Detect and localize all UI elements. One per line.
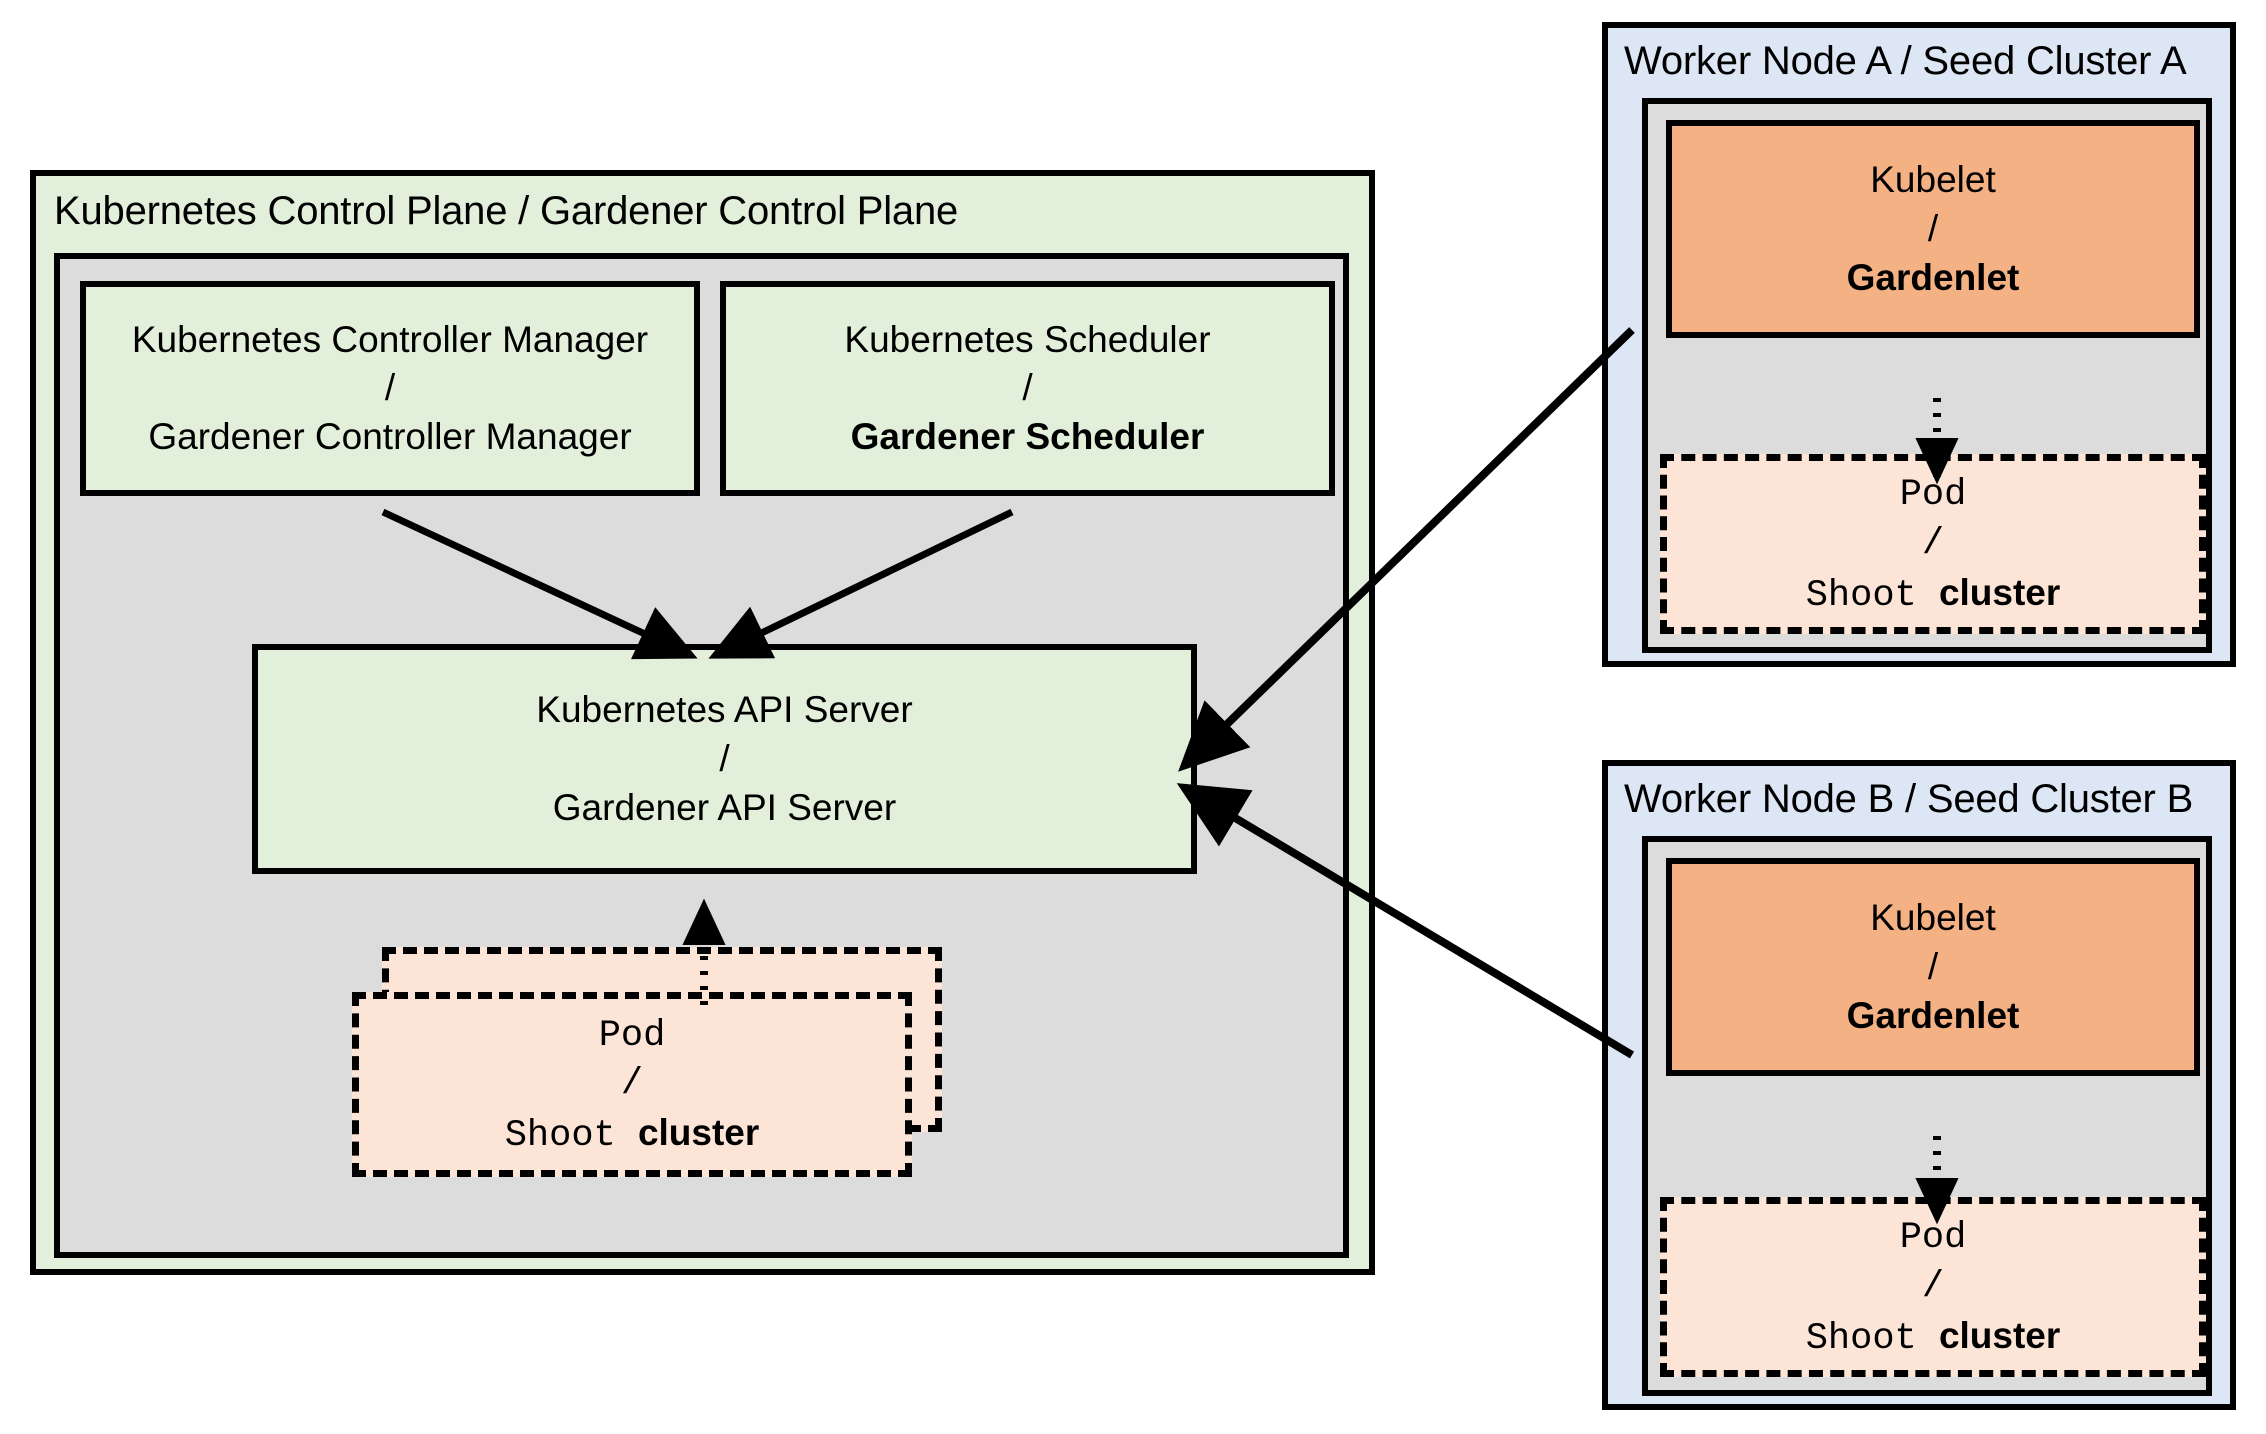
kubelet-a-line2: Gardenlet [1846, 256, 2020, 298]
control-plane-title: Kubernetes Control Plane / Gardener Cont… [54, 189, 959, 233]
pod-a-line2: Shoot cluster [1806, 571, 2061, 616]
pod-b-line2-shoot: Shoot [1805, 1317, 1939, 1360]
kubelet-b-slash: / [1927, 945, 1939, 987]
worker-node-b-pod-box[interactable]: Pod / Shoot cluster [1660, 1197, 2206, 1377]
worker-node-b-inner: Kubelet / Gardenlet Pod / Shoot cluster [1642, 836, 2212, 1396]
controller-manager-slash: / [384, 367, 396, 409]
api-server-box[interactable]: Kubernetes API Server / Gardener API Ser… [252, 644, 1197, 874]
pod-b-line1: Pod [1899, 1216, 1967, 1259]
worker-node-a-outer: Worker Node A / Seed Cluster A Kubelet /… [1602, 22, 2236, 667]
scheduler-slash: / [1022, 367, 1033, 409]
worker-node-a-inner: Kubelet / Gardenlet Pod / Shoot cluster [1642, 98, 2212, 653]
kubernetes-scheduler-box[interactable]: Kubernetes Scheduler / Gardener Schedule… [720, 281, 1335, 496]
scheduler-line2: Gardener Scheduler [850, 415, 1205, 457]
control-plane-inner: Kubernetes Controller Manager / Gardener… [54, 253, 1349, 1258]
kubelet-b-label: Kubelet / Gardenlet [1672, 894, 2194, 1040]
control-plane-pod-label: Pod / Shoot cluster [359, 1008, 905, 1160]
worker-node-b-outer: Worker Node B / Seed Cluster B Kubelet /… [1602, 760, 2236, 1410]
kubelet-a-label: Kubelet / Gardenlet [1672, 156, 2194, 302]
controller-manager-line2: Gardener Controller Manager [148, 415, 632, 457]
pod-line2-cluster: cluster [637, 1111, 760, 1153]
kubelet-b-line2: Gardenlet [1846, 994, 2020, 1036]
control-plane-pod-box[interactable]: Pod / Shoot cluster [352, 992, 912, 1177]
api-server-line2: Gardener API Server [552, 786, 897, 828]
api-server-label: Kubernetes API Server / Gardener API Ser… [258, 686, 1191, 832]
worker-node-b-title: Worker Node B / Seed Cluster B [1624, 777, 2194, 821]
pod-b-line2-cluster: cluster [1938, 1314, 2061, 1356]
api-server-line1: Kubernetes API Server [536, 688, 913, 730]
pod-line2-shoot: Shoot [504, 1114, 638, 1157]
pod-line2: Shoot cluster [505, 1111, 760, 1157]
pod-a-line2-cluster: cluster [1938, 571, 2061, 613]
kubernetes-controller-manager-box[interactable]: Kubernetes Controller Manager / Gardener… [80, 281, 700, 496]
controller-manager-line1: Kubernetes Controller Manager [131, 318, 649, 360]
pod-a-slash: / [1921, 522, 1945, 565]
kubelet-gardenlet-a-box[interactable]: Kubelet / Gardenlet [1666, 120, 2200, 338]
kubelet-a-line1: Kubelet [1870, 158, 1996, 200]
worker-node-a-pod-box[interactable]: Pod / Shoot cluster [1660, 454, 2206, 634]
worker-node-b-pod-label: Pod / Shoot cluster [1667, 1211, 2199, 1363]
worker-node-a-title: Worker Node A / Seed Cluster A [1624, 39, 2187, 83]
pod-b-line2: Shoot cluster [1806, 1314, 2061, 1359]
scheduler-label: Kubernetes Scheduler / Gardener Schedule… [726, 315, 1329, 461]
kubelet-a-slash: / [1927, 207, 1939, 249]
worker-node-a-pod-label: Pod / Shoot cluster [1667, 468, 2199, 620]
pod-b-slash: / [1921, 1265, 1945, 1308]
scheduler-line1: Kubernetes Scheduler [844, 318, 1211, 360]
pod-a-line1: Pod [1899, 473, 1967, 516]
pod-slash: / [620, 1063, 644, 1106]
controller-manager-label: Kubernetes Controller Manager / Gardener… [86, 315, 694, 461]
pod-a-line2-shoot: Shoot [1805, 574, 1939, 617]
kubelet-b-line1: Kubelet [1870, 896, 1996, 938]
kubelet-gardenlet-b-box[interactable]: Kubelet / Gardenlet [1666, 858, 2200, 1076]
pod-line1: Pod [598, 1014, 666, 1057]
api-server-slash: / [719, 737, 730, 779]
control-plane-outer: Kubernetes Control Plane / Gardener Cont… [30, 170, 1375, 1275]
